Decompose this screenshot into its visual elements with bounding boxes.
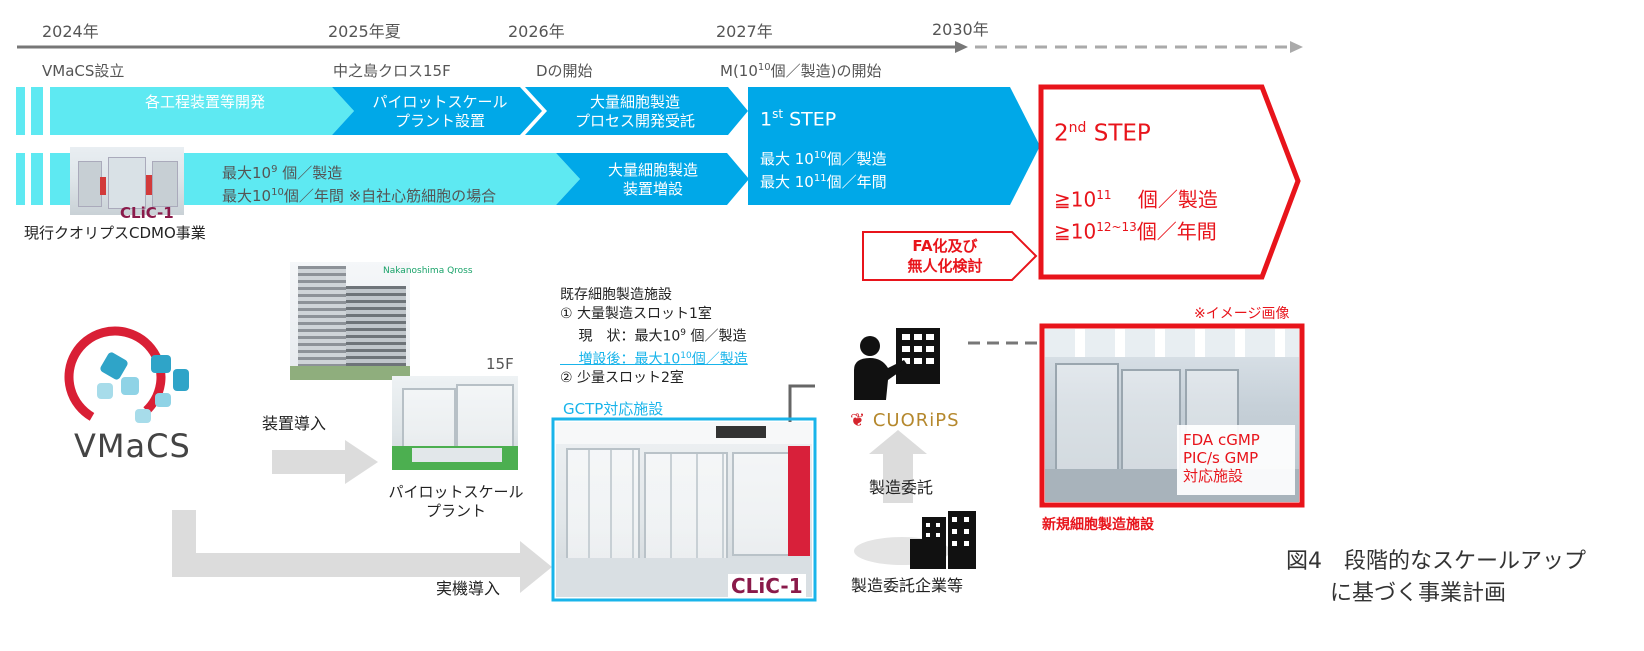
step2-capacity: ≧1011 個／製造 ≧1012~13個／年間: [1054, 187, 1218, 244]
process-label: 大量細胞製造プロセス開発受託: [574, 93, 695, 130]
clic-logo-small: CLiC-1: [120, 204, 174, 222]
figure-caption: 図4 段階的なスケールアップ に基づく事業計画: [1286, 549, 1586, 606]
equip-intro-label: 装置導入: [262, 414, 327, 433]
contract-company-icon: [854, 511, 976, 569]
nakanoshima-logo: Nakanoshima Qross: [383, 266, 473, 276]
gctp-label: GCTP対応施設: [563, 400, 664, 418]
vmacs-wordmark: VMaCS: [74, 427, 191, 465]
milestone-nakanoshima: 中之島クロス15F: [333, 62, 451, 80]
contract-label: 製造委託: [869, 478, 934, 497]
milestone-vmacs: VMaCS設立: [42, 62, 125, 80]
expand-label: 大量細胞製造装置増設: [607, 161, 698, 198]
gctp-cleanroom-image: [556, 422, 812, 597]
presenter-icon: [854, 328, 940, 400]
existing-facility-text: 既存細胞製造施設 ① 大量製造スロット1室 現 状：最大109 個／製造 増設後…: [560, 287, 748, 387]
year-2025: 2025年夏: [328, 22, 401, 41]
step1-title: 1st STEP: [760, 107, 837, 131]
year-2024: 2024年: [42, 22, 99, 41]
row2-capacity: 最大109 個／製造 最大1010個／年間 ※自社心筋細胞の場合: [222, 164, 497, 205]
year-2026: 2026年: [508, 22, 565, 41]
milestone-m: M(1010個／製造)の開始: [720, 62, 882, 80]
real-intro-label: 実機導入: [436, 579, 501, 598]
new-facility-label: 新規細胞製造施設: [1042, 517, 1154, 533]
pilot-plant-label: パイロットスケールプラント: [388, 483, 524, 520]
cdmo-cleanroom-image: [70, 147, 184, 215]
pilot-plant-image: [392, 376, 518, 470]
year-2030: 2030年: [932, 20, 989, 39]
contract-company-label: 製造委託企業等: [851, 576, 964, 595]
floor-label: 15F: [486, 355, 514, 373]
vmacs-logo-icon: [64, 326, 189, 428]
clic-logo-large: CLiC-1: [728, 574, 806, 598]
milestone-d: Dの開始: [536, 62, 593, 80]
step2-title: 2nd STEP: [1054, 120, 1151, 147]
image-note: ※イメージ画像: [1194, 306, 1290, 322]
step1-capacity: 最大 1010個／製造 最大 1011個／年間: [760, 150, 887, 191]
year-2027: 2027年: [716, 22, 773, 41]
cuorips-logo: ❦ CUORiPS: [850, 410, 960, 431]
current-cdmo-label: 現行クオリプスCDMO事業: [24, 224, 206, 242]
pilot-label: パイロットスケールプラント設置: [372, 93, 508, 130]
fa-label: FA化及び無人化検討: [907, 237, 983, 275]
dev-label: 各工程装置等開発: [144, 93, 265, 111]
building-image: [290, 262, 410, 380]
